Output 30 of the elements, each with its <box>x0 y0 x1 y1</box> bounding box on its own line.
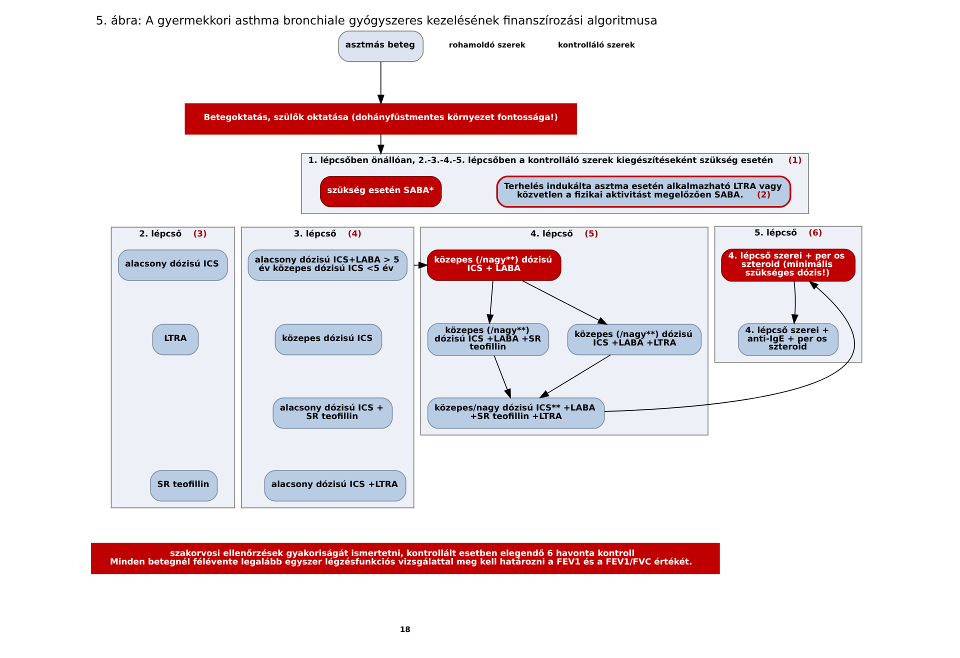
node-box: szükség esetén SABA* <box>320 176 442 208</box>
label: rohamoldó szerek <box>448 40 526 50</box>
arrow <box>494 355 511 399</box>
arrow <box>538 354 611 398</box>
node-box: közepes dózisú ICS <box>274 324 382 356</box>
label: kontrolláló szerek <box>558 40 635 50</box>
node-box: SR teofillin <box>150 470 218 502</box>
node-box: 4. lépcső szerei + per os szteroid (minimális szükséges dózis!) <box>721 248 856 282</box>
node-box: szakorvosi ellenőrzések gyakoriságát ismertetni, kontrollált esetben elegendő 6 havonta kontroll Minden betegnél félévente legalább egyszer légzésfunkciós vizsgálattal meg kell határozni a FEV1 és a FEV1/FVC értékét. <box>90 542 720 574</box>
node-box: asztmás beteg <box>338 30 424 62</box>
label: 18 <box>400 625 410 634</box>
arrow <box>604 280 855 412</box>
node-box: alacsony dózisú ICS +LTRA <box>264 470 406 502</box>
arrow <box>522 280 608 325</box>
arrow <box>377 134 384 155</box>
node-box: Betegoktatás, szülők oktatása (dohányfüstmentes környezet fontossága!) <box>184 103 577 135</box>
node-box: közepes/nagy dózisú ICS** +LABA +SR teofillin +LTRA <box>427 397 605 429</box>
node-box: közepes (/nagy**) dózisú ICS +LABA +LTRA <box>567 324 702 356</box>
arrow <box>791 281 798 325</box>
node-box: közepes (/nagy**) dózisú ICS + LABA <box>426 250 562 281</box>
node-box: 4. lépcső szerei + anti-IgE + per os szteroid <box>738 323 839 356</box>
arrow <box>377 61 384 105</box>
node-box: alacsony dózisú ICS + SR teofillin <box>272 397 393 429</box>
node-box: LTRA <box>152 324 199 356</box>
node-box: alacsony dózisú ICS+LABA > 5 év közepes dózisú ICS <5 év <box>248 250 408 281</box>
diagram-title: 5. ábra: A gyermekkori asthma bronchiale gyógyszeres kezelésének finanszírozási algoritmusa <box>96 13 658 28</box>
node-box: alacsony dózisú ICS <box>118 250 228 281</box>
node-box: közepes (/nagy**) dózisú ICS +LABA +SR teofillin <box>427 323 550 356</box>
node-box: Terhelés indukálta asztma esetén alkalmazható LTRA vagy közvetlen a fizikai aktivitást megelőzően SABA. (2) <box>496 176 792 208</box>
arrow <box>486 280 494 325</box>
